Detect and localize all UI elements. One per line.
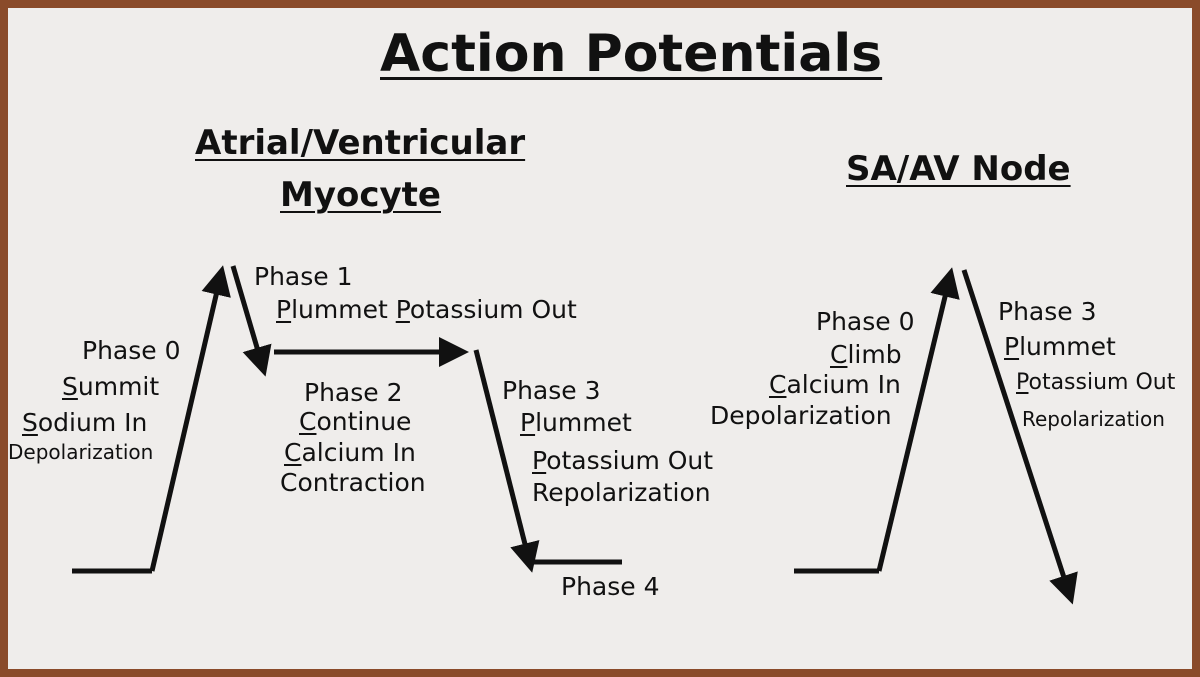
myocyte-phase0-mnemonic2: Sodium In: [22, 408, 148, 437]
myocyte-phase4-label: Phase 4: [561, 572, 660, 601]
myocyte-phase3-mnemonic1: Plummet: [520, 408, 632, 437]
node-heading: SA/AV Node: [846, 149, 1071, 189]
node-phase3-label: Phase 3: [998, 297, 1097, 326]
page-title: Action Potentials: [380, 24, 883, 84]
action-potential-diagram: [72, 265, 1078, 605]
myocyte-phase0-description: Depolarization: [8, 440, 154, 464]
myocyte-heading-line1: Atrial/Ventricular: [195, 123, 526, 163]
myocyte-phase3-arrow: [473, 349, 540, 573]
myocyte-phase1-label: Phase 1: [254, 262, 353, 291]
myocyte-phase1-arrow: [230, 265, 272, 377]
myocyte-phase3-description: Repolarization: [532, 478, 711, 507]
node-phase3-description: Repolarization: [1022, 407, 1165, 431]
slide-canvas: Action Potentials Atrial/Ventricular Myo…: [8, 8, 1192, 669]
myocyte-phase0-mnemonic1: Summit: [62, 372, 160, 401]
node-phase0-arrow: [876, 267, 960, 572]
myocyte-phase1-mnemonic: Plummet Potassium Out: [276, 295, 577, 324]
myocyte-phase3-mnemonic2: Potassium Out: [532, 446, 714, 475]
node-phase0-mnemonic2: Calcium In: [769, 370, 901, 399]
node-phase3-mnemonic2: Potassium Out: [1016, 370, 1176, 395]
node-phase0-mnemonic1: Climb: [830, 340, 902, 369]
node-phase0-description: Depolarization: [710, 401, 892, 430]
node-phase0-label: Phase 0: [816, 307, 915, 336]
myocyte-phase0-arrow: [149, 265, 231, 572]
myocyte-phase2-mnemonic1: Continue: [299, 407, 412, 436]
myocyte-phase0-label: Phase 0: [82, 336, 181, 365]
node-phase3-mnemonic1: Plummet: [1004, 332, 1116, 361]
myocyte-phase2-label: Phase 2: [304, 378, 403, 407]
myocyte-heading-line2: Myocyte: [280, 175, 441, 215]
myocyte-phase3-label: Phase 3: [502, 376, 601, 405]
node-phase3-arrow: [961, 269, 1078, 605]
myocyte-phase2-description: Contraction: [280, 468, 426, 497]
myocyte-phase2-mnemonic2: Calcium In: [284, 438, 416, 467]
